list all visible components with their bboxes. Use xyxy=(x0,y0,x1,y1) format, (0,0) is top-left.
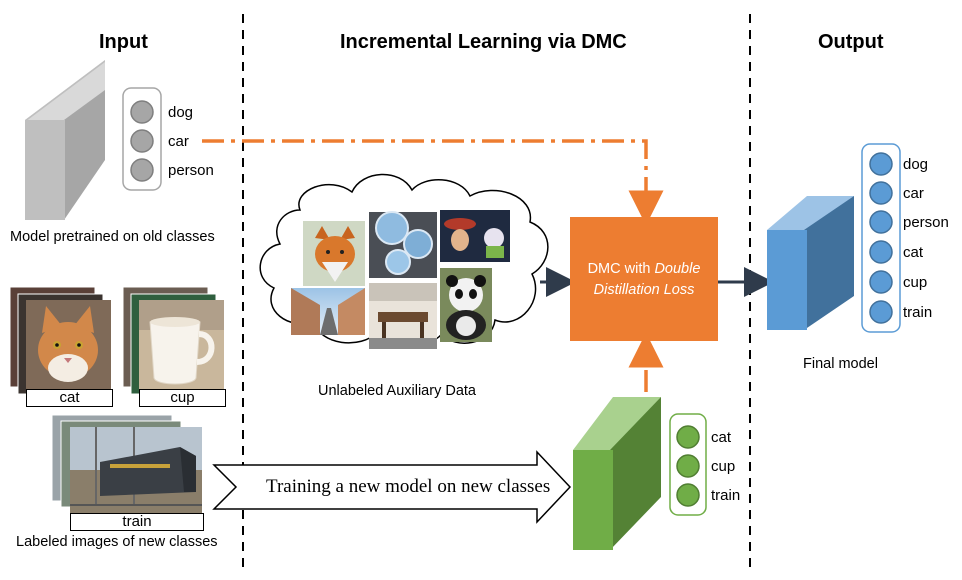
old-class-label: dog xyxy=(168,104,194,121)
old-model-caption: Model pretrained on old classes xyxy=(10,229,215,245)
final-class-label: dog xyxy=(903,156,929,173)
street-photo xyxy=(291,288,365,335)
final-class-node xyxy=(869,152,893,176)
final-class-node xyxy=(869,181,893,205)
final-model-caption: Final model xyxy=(803,356,878,372)
auxiliary-caption: Unlabeled Auxiliary Data xyxy=(318,383,476,399)
old-class-node xyxy=(130,129,154,153)
final-class-label: train xyxy=(903,304,933,321)
cat-image-stack xyxy=(9,286,111,400)
dmc-label-line1: DMC with xyxy=(587,261,655,277)
final-class-label: person xyxy=(903,214,949,231)
old-class-label: person xyxy=(168,162,214,179)
final-class-label: cat xyxy=(903,244,924,261)
dmc-label-emphasis1: Double xyxy=(654,261,701,277)
final-model-cuboid xyxy=(767,196,854,330)
new-class-node xyxy=(676,483,700,507)
old-model-cuboid xyxy=(25,60,105,220)
train-label: train xyxy=(70,513,204,531)
input-heading: Input xyxy=(99,31,148,53)
training-arrow-shape xyxy=(212,450,572,524)
new-class-label: cup xyxy=(711,458,736,475)
final-class-node xyxy=(869,210,893,234)
dmc-box xyxy=(570,217,718,341)
panda-photo xyxy=(440,268,492,342)
cup-label: cup xyxy=(139,389,226,407)
cup-image-stack xyxy=(122,286,224,400)
middle-heading: Incremental Learning via DMC xyxy=(340,31,627,53)
fox-photo xyxy=(303,221,365,286)
final-class-node xyxy=(869,300,893,324)
old-class-label: car xyxy=(168,133,189,150)
toys-photo xyxy=(440,210,510,262)
new-data-caption: Labeled images of new classes xyxy=(16,534,218,550)
old-model-distillation-arrow xyxy=(202,139,664,226)
new-class-node xyxy=(676,425,700,449)
dmc-label-emphasis2: Distillation Loss xyxy=(593,282,695,298)
final-class-node xyxy=(869,270,893,294)
final-class-node xyxy=(869,240,893,264)
new-model-cuboid xyxy=(573,397,661,550)
final-class-label: car xyxy=(903,185,924,202)
dmc-label: DMC with Double Distillation Loss xyxy=(570,259,718,301)
training-arrow-label: Training a new model on new classes xyxy=(266,476,551,497)
output-heading: Output xyxy=(818,31,884,53)
old-class-node xyxy=(130,100,154,124)
train-image-stack xyxy=(51,414,202,513)
new-class-label: train xyxy=(711,487,741,504)
new-class-node xyxy=(676,454,700,478)
plates-photo xyxy=(369,211,437,278)
cat-label: cat xyxy=(26,389,113,407)
old-class-node xyxy=(130,158,154,182)
final-class-label: cup xyxy=(903,274,928,291)
new-class-label: cat xyxy=(711,429,732,446)
room-photo xyxy=(369,283,437,349)
